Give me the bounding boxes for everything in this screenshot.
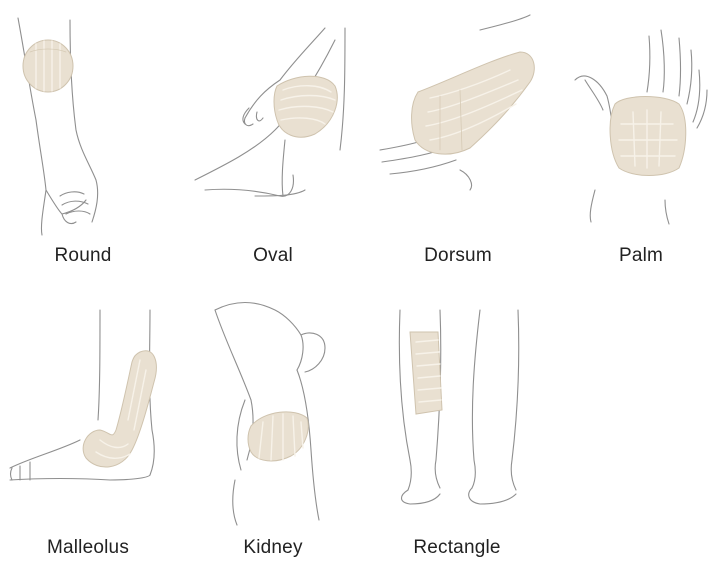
dorsum-pad-on-hand-illustration	[370, 0, 550, 240]
palm-pad-on-hand-illustration	[555, 0, 723, 240]
caption-malleolus: Malleolus	[47, 537, 129, 559]
caption-palm: Palm	[619, 245, 663, 267]
item-rectangle: Rectangle	[370, 290, 550, 561]
kidney-pad-on-back-illustration	[185, 290, 365, 526]
oval-pad-on-leg-illustration	[185, 0, 365, 240]
item-round: Round	[0, 0, 180, 270]
malleolus-pad-on-ankle-illustration	[0, 290, 180, 526]
caption-round: Round	[55, 245, 112, 267]
item-malleolus: Malleolus	[0, 290, 180, 561]
item-kidney: Kidney	[185, 290, 365, 561]
item-palm: Palm	[555, 0, 723, 270]
item-dorsum: Dorsum	[370, 0, 550, 270]
round-pad-on-arm-illustration	[0, 0, 180, 240]
caption-kidney: Kidney	[243, 537, 302, 559]
caption-dorsum: Dorsum	[424, 245, 492, 267]
item-oval: Oval	[185, 0, 365, 270]
rectangle-pad-on-shin-illustration	[370, 290, 550, 526]
caption-rectangle: Rectangle	[413, 537, 500, 559]
caption-oval: Oval	[253, 245, 293, 267]
